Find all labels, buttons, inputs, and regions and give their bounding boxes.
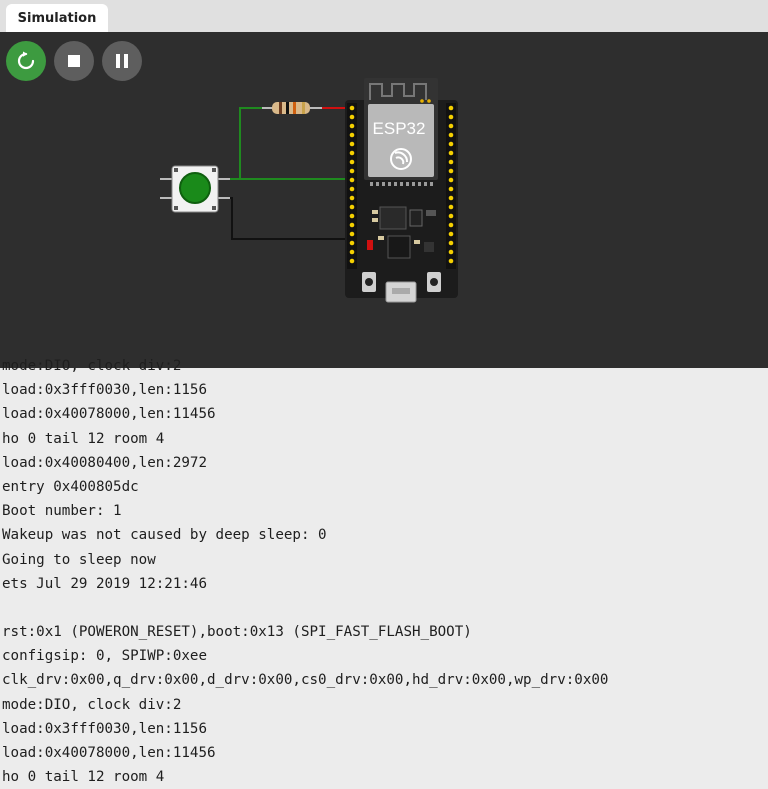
serial-line (2, 596, 608, 620)
serial-monitor[interactable]: mode:DIO, clock div:2 load:0x3fff0030,len… (0, 358, 768, 785)
serial-line: mode:DIO, clock div:2 (2, 696, 182, 713)
stop-button[interactable] (54, 41, 94, 81)
serial-line: Going to sleep now (2, 551, 156, 568)
button-cap (179, 172, 211, 204)
tab-bar: Simulation (0, 0, 768, 32)
restart-button[interactable] (6, 41, 46, 81)
serial-line: load:0x3fff0030,len:1156 (2, 720, 207, 737)
serial-line: load:0x40078000,len:11456 (2, 745, 216, 761)
serial-line: configsip: 0, SPIWP:0xee (2, 648, 207, 665)
serial-line: ho 0 tail 12 room 4 (2, 769, 165, 786)
power-led (367, 240, 373, 250)
serial-line: ho 0 tail 12 room 4 (2, 430, 165, 447)
resistor[interactable] (262, 102, 322, 114)
pause-button[interactable] (102, 41, 142, 81)
stop-icon (68, 55, 80, 67)
espressif-logo-icon (390, 148, 412, 170)
antenna-trace (369, 83, 427, 100)
tab-simulation[interactable]: Simulation (6, 4, 108, 32)
serial-line: clk_drv:0x00,q_drv:0x00,d_drv:0x00,cs0_d… (2, 672, 609, 689)
right-pin-header (446, 103, 456, 269)
esp32-label: ESP32 (373, 119, 426, 138)
serial-line: ets Jul 29 2019 12:21:46 (2, 575, 207, 592)
esp32-module-shield (368, 104, 434, 177)
left-pin-header (347, 103, 357, 269)
simulation-canvas[interactable]: ESP32 (0, 32, 768, 368)
circuit-diagram: ESP32 (160, 78, 458, 303)
serial-line: load:0x40080400,len:2972 (2, 454, 207, 471)
serial-line: load:0x3fff0030,len:1156 (2, 382, 207, 399)
wire-black[interactable] (224, 197, 352, 240)
serial-line: Boot number: 1 (2, 503, 122, 520)
pause-icon (116, 54, 128, 68)
serial-line: mode:DIO, clock div:2 (2, 358, 182, 374)
serial-line: load:0x40078000,len:11456 (2, 406, 216, 423)
restart-icon (17, 51, 35, 70)
serial-line: Wakeup was not caused by deep sleep: 0 (2, 527, 327, 544)
en-button[interactable] (362, 272, 376, 292)
serial-line: rst:0x1 (POWERON_RESET),boot:0x13 (SPI_F… (2, 624, 472, 641)
push-button[interactable] (160, 165, 230, 213)
boot-button[interactable] (427, 272, 441, 292)
serial-output: mode:DIO, clock div:2 load:0x3fff0030,len… (2, 354, 608, 789)
esp32-board[interactable]: ESP32 (345, 78, 458, 303)
wire-green[interactable] (230, 107, 352, 180)
serial-line: entry 0x400805dc (2, 478, 139, 495)
